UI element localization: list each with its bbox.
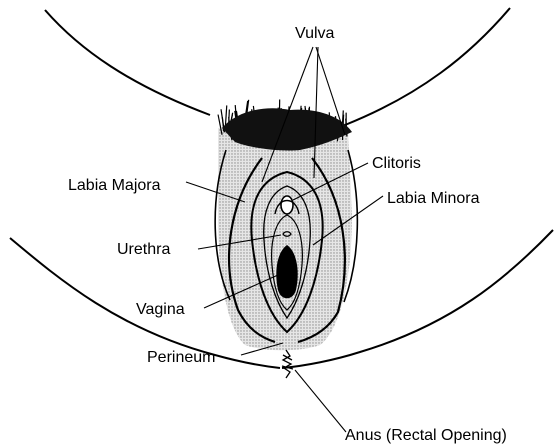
perineum-label: Perineum [147,349,215,366]
clitoris-label: Clitoris [372,155,421,172]
vagina-label: Vagina [136,301,185,318]
anus-leader [295,370,346,432]
urethra-label: Urethra [117,241,170,258]
right-thigh-outline [345,8,510,125]
anus-mark [282,350,293,378]
anus-label: Anus (Rectal Opening) [345,427,507,444]
left-thigh-outline [45,10,210,115]
stippled-region [218,124,352,351]
labia-minora-label: Labia Minora [387,190,480,207]
vulva-label: Vulva [295,25,335,42]
labia-majora-label: Labia Majora [68,177,161,194]
clitoris-glans [281,196,293,214]
